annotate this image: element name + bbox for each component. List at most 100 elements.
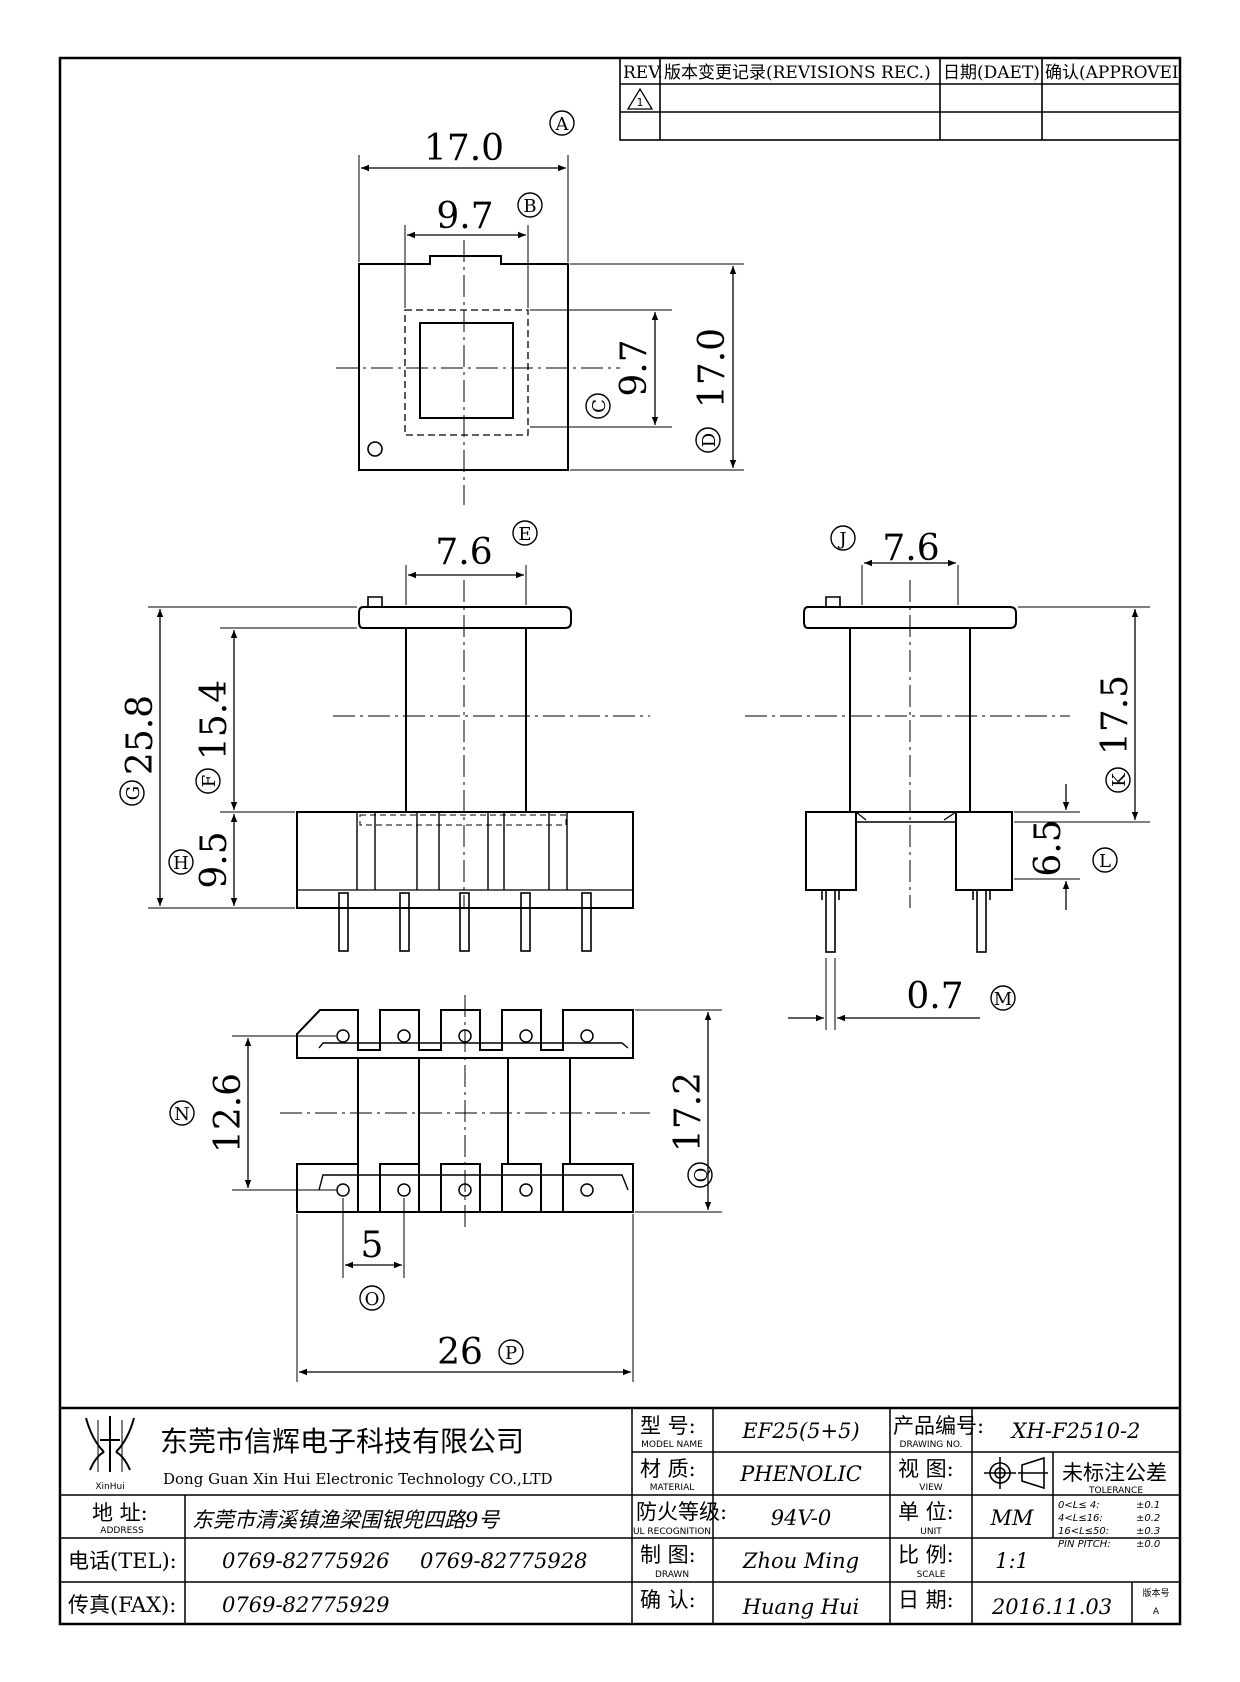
dim-tag-n: N xyxy=(174,1104,190,1125)
tolerance-range-4: PIN PITCH: xyxy=(1058,1539,1111,1550)
check-label: 确 认: xyxy=(640,1588,696,1612)
tag-n-icon xyxy=(169,1100,195,1126)
ul-label: 防火等级: xyxy=(636,1500,727,1524)
tolerance-label-en: TOLERANCE xyxy=(1088,1486,1143,1496)
company-name-en: Dong Guan Xin Hui Electronic Technology … xyxy=(163,1470,553,1488)
tel-value-1: 0769-82775926 xyxy=(222,1549,389,1573)
tolerance-value-4: ±0.0 xyxy=(1136,1539,1160,1550)
dim-side-core-width: 7.6 xyxy=(882,528,939,569)
tag-o-icon xyxy=(359,1285,385,1311)
dim-pin-diameter: 0.7 xyxy=(906,976,963,1017)
dim-tag-l: L xyxy=(1099,851,1111,872)
dim-front-base-height: 9.5 xyxy=(194,831,235,888)
dim-tag-q: Q xyxy=(691,1168,712,1183)
tag-e-icon xyxy=(512,520,538,546)
dim-tag-g: G xyxy=(123,786,144,800)
tag-p-icon xyxy=(498,1339,524,1365)
view-label: 视 图: xyxy=(898,1457,954,1481)
tag-d-icon xyxy=(695,427,721,453)
unit-label-en: UNIT xyxy=(920,1527,942,1537)
drawn-label-en: DRAWN xyxy=(655,1570,689,1580)
dim-side-base-height: 6.5 xyxy=(1028,819,1069,876)
tag-m-icon xyxy=(990,985,1016,1011)
model-value: EF25(5+5) xyxy=(741,1419,859,1443)
address-value: 东莞市清溪镇渔梁围银兜四路9号 xyxy=(192,1508,500,1532)
record-header: 版本变更记录(REVISIONS REC.) xyxy=(664,63,931,83)
dim-top-width: 17.0 xyxy=(424,128,504,169)
tag-c-icon xyxy=(585,393,611,419)
tolerance-label: 未标注公差 xyxy=(1062,1461,1167,1485)
company-name-cn: 东莞市信辉电子科技有限公司 xyxy=(160,1425,524,1458)
tel-label: 电话(TEL): xyxy=(68,1549,177,1573)
tag-f-icon xyxy=(195,768,221,794)
unit-value: MM xyxy=(989,1506,1034,1530)
dim-bottom-row-spacing: 12.6 xyxy=(208,1073,249,1153)
date-value: 2016.11.03 xyxy=(991,1595,1112,1619)
scale-value: 1:1 xyxy=(995,1549,1029,1573)
dim-bottom-total-width: 26 xyxy=(437,1332,483,1373)
dim-top-inner-width: 9.7 xyxy=(436,196,493,237)
dim-front-winding-height: 15.4 xyxy=(194,680,235,760)
rev-mark: 1 xyxy=(637,96,644,109)
tag-l-icon xyxy=(1092,847,1118,873)
projection-symbol-icon xyxy=(984,1456,1048,1490)
tolerance-value-1: ±0.1 xyxy=(1136,1500,1160,1511)
tolerance-range-2: 4<L≤16: xyxy=(1058,1513,1103,1524)
dim-tag-f: F xyxy=(199,775,220,788)
check-value: Huang Hui xyxy=(742,1595,860,1619)
tag-h-icon xyxy=(168,849,194,875)
tag-q-icon xyxy=(687,1162,713,1188)
tag-j-icon xyxy=(830,525,856,551)
dim-tag-k: K xyxy=(1109,773,1130,787)
model-label-en: MODEL NAME xyxy=(641,1440,703,1450)
dim-front-total-height: 25.8 xyxy=(120,695,161,775)
dim-tag-b: B xyxy=(523,196,536,217)
bottom-view xyxy=(169,995,722,1382)
dim-tag-p: P xyxy=(505,1343,517,1364)
scale-label-en: SCALE xyxy=(917,1570,946,1580)
dim-front-core-width: 7.6 xyxy=(435,532,492,573)
tel-value-2: 0769-82775928 xyxy=(420,1549,587,1573)
side-view xyxy=(745,525,1150,1030)
dim-top-inner-height: 9.7 xyxy=(614,339,655,396)
drawing-no-label-en: DRAWING NO. xyxy=(900,1440,963,1450)
address-label: 地 址: xyxy=(92,1501,148,1525)
drawn-value: Zhou Ming xyxy=(742,1549,859,1573)
dim-tag-o: O xyxy=(365,1289,380,1310)
scale-label: 比 例: xyxy=(898,1543,954,1567)
dim-tag-m: M xyxy=(994,989,1012,1010)
unit-label: 单 位: xyxy=(898,1500,954,1524)
version-value: A xyxy=(1153,1607,1160,1617)
logo-text: XinHui xyxy=(95,1482,124,1492)
tolerance-range-1: 0<L≤ 4: xyxy=(1058,1500,1100,1511)
approve-header: 确认(APPROVEI xyxy=(1045,63,1179,83)
model-label: 型 号: xyxy=(640,1414,696,1438)
revision-triangle-icon xyxy=(626,87,654,110)
dim-bottom-pin-pitch: 5 xyxy=(361,1225,384,1266)
dim-tag-j: J xyxy=(837,529,846,550)
dim-tag-c: C xyxy=(589,399,610,413)
drawn-label: 制 图: xyxy=(640,1543,696,1567)
tolerance-value-2: ±0.2 xyxy=(1136,1513,1160,1524)
top-view xyxy=(336,110,744,505)
view-label-en: VIEW xyxy=(919,1483,942,1493)
material-label-en: MATERIAL xyxy=(650,1483,695,1493)
tag-a-icon xyxy=(549,110,575,136)
front-view xyxy=(119,520,650,952)
material-value: PHENOLIC xyxy=(739,1462,862,1486)
ul-value: 94V-0 xyxy=(771,1506,831,1530)
fax-value: 0769-82775929 xyxy=(222,1593,389,1617)
drawing-no-value: XH-F2510-2 xyxy=(1010,1419,1141,1443)
dim-top-height: 17.0 xyxy=(692,328,733,408)
drawing-no-label: 产品编号: xyxy=(893,1414,984,1438)
tag-k-icon xyxy=(1105,767,1131,793)
ul-label-en: UL RECOGNITION xyxy=(633,1527,711,1537)
dim-side-winding-height: 17.5 xyxy=(1095,675,1136,755)
dim-tag-h: H xyxy=(173,853,189,874)
tolerance-value-3: ±0.3 xyxy=(1136,1526,1160,1537)
date-label: 日 期: xyxy=(898,1588,954,1612)
address-label-en: ADDRESS xyxy=(100,1526,144,1536)
fax-label: 传真(FAX): xyxy=(68,1593,176,1617)
material-label: 材 质: xyxy=(640,1457,696,1481)
